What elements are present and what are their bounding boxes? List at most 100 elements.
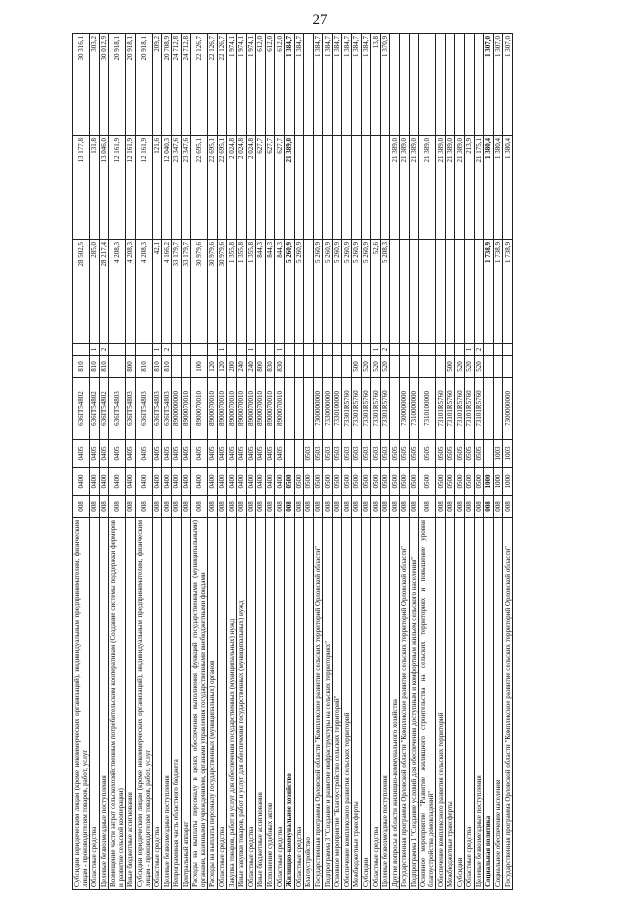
amount-year2-cell: 12 040,3: [161, 135, 172, 240]
subsection-code-cell: 0405: [255, 439, 266, 468]
table-row: Основное мероприятие "Благоустройство се…: [332, 33, 342, 890]
ved-code-cell: 008: [265, 495, 275, 518]
amount-year3-cell: 20 918,1: [135, 33, 153, 136]
target-article-cell: [389, 377, 400, 440]
section-code-cell: 0400: [190, 467, 208, 496]
row-name-cell: Социальное обеспечение населения: [493, 517, 503, 890]
subsection-code-cell: 0405: [152, 439, 162, 468]
source-code-cell: [265, 343, 275, 356]
expense-type-cell: 500: [445, 355, 455, 378]
row-name-cell: Целевые безвозмездные поступления: [99, 517, 109, 890]
row-name-cell: Областные средства: [89, 517, 100, 890]
amount-year2-cell: [341, 135, 352, 240]
row-name-cell: Субсидии юридическим лицам (кроме некомм…: [135, 517, 153, 890]
amount-year2-cell: 12 161,9: [135, 135, 153, 240]
target-article-cell: 7300000000: [502, 377, 513, 440]
source-code-cell: [322, 343, 333, 356]
subsection-code-cell: 0505: [399, 439, 410, 468]
row-name-cell: Центральный аппарат: [181, 517, 191, 890]
amount-year2-cell: 21 389,0: [454, 135, 465, 240]
row-name-cell: Исполнение судебных актов: [265, 517, 275, 890]
source-code-cell: [493, 343, 503, 356]
row-name-cell: Обеспечение комплексного развития сельск…: [435, 517, 446, 890]
amount-year3-cell: [464, 33, 475, 136]
amount-year3-cell: 612,0: [255, 33, 266, 136]
amount-year3-cell: [389, 33, 400, 136]
source-code-cell: [108, 343, 126, 356]
row-name-cell: Областные средства: [274, 517, 285, 890]
amount-year1-cell: 844,3: [274, 239, 285, 344]
amount-year2-cell: 21 389,0: [399, 135, 410, 240]
amount-year3-cell: [445, 33, 455, 136]
amount-year2-cell: 21 175,1: [474, 135, 484, 240]
amount-year3-cell: 30 316,1: [72, 33, 90, 136]
amount-year1-cell: 285,0: [89, 239, 100, 344]
ved-code-cell: 008: [108, 495, 126, 518]
amount-year2-cell: 2 024,8: [226, 135, 237, 240]
section-code-cell: 0400: [72, 467, 90, 496]
ved-code-cell: 008: [274, 495, 285, 518]
subsection-code-cell: 0503: [313, 439, 323, 468]
source-code-cell: 2: [380, 343, 390, 356]
expense-type-cell: 240: [236, 355, 247, 378]
source-code-cell: [255, 343, 266, 356]
ved-code-cell: 008: [255, 495, 266, 518]
amount-year3-cell: 24 712,8: [181, 33, 191, 136]
expense-type-cell: 520: [454, 355, 465, 378]
target-article-cell: 7330000000: [322, 377, 333, 440]
amount-year3-cell: 20 918,1: [125, 33, 136, 136]
section-code-cell: 0500: [445, 467, 455, 496]
amount-year1-cell: 4 208,3: [125, 239, 136, 344]
amount-year2-cell: [332, 135, 342, 240]
expense-type-cell: [313, 355, 323, 378]
amount-year1-cell: [399, 239, 410, 344]
subsection-code-cell: 0405: [171, 439, 182, 468]
amount-year1-cell: 844,3: [265, 239, 275, 344]
ved-code-cell: 008: [72, 495, 90, 518]
target-article-cell: 7300000000: [399, 377, 410, 440]
ved-code-cell: 008: [313, 495, 323, 518]
amount-year2-cell: 21 389,0: [445, 135, 455, 240]
ved-code-cell: 008: [303, 495, 314, 518]
amount-year2-cell: [361, 135, 371, 240]
table-row: Государственная программа Орловской обла…: [399, 33, 410, 890]
ved-code-cell: 008: [190, 495, 208, 518]
expense-type-cell: [108, 355, 126, 378]
amount-year1-cell: [454, 239, 465, 344]
amount-year3-cell: 1 974,1: [226, 33, 237, 136]
expense-type-cell: 520: [380, 355, 390, 378]
source-code-cell: 1: [89, 343, 100, 356]
section-code-cell: 0500: [361, 467, 371, 496]
row-name-cell: Областные средства: [370, 517, 381, 890]
ved-code-cell: 008: [361, 495, 371, 518]
source-code-cell: [351, 343, 362, 356]
ved-code-cell: 008: [409, 495, 419, 518]
target-article-cell: 636IТ54803: [108, 377, 126, 440]
row-name-cell: Непрограммная часть областного бюджета: [171, 517, 182, 890]
subsection-code-cell: 0405: [181, 439, 191, 468]
expense-type-cell: 810: [152, 355, 162, 378]
amount-year1-cell: 1 738,9: [493, 239, 503, 344]
section-code-cell: 0400: [135, 467, 153, 496]
ved-code-cell: 008: [389, 495, 400, 518]
section-code-cell: 0500: [418, 467, 436, 496]
expense-type-cell: [418, 355, 436, 378]
target-article-cell: 73101R5760: [445, 377, 455, 440]
target-article-cell: 7310000000: [409, 377, 419, 440]
target-article-cell: 636IТ54803: [152, 377, 162, 440]
expense-type-cell: 240: [246, 355, 256, 378]
ved-code-cell: 008: [454, 495, 465, 518]
section-code-cell: 0500: [332, 467, 342, 496]
subsection-code-cell: 0505: [454, 439, 465, 468]
ved-code-cell: 008: [217, 495, 227, 518]
expense-type-cell: 520: [370, 355, 381, 378]
subsection-code-cell: 0505: [474, 439, 484, 468]
source-code-cell: [454, 343, 465, 356]
section-code-cell: 0400: [181, 467, 191, 496]
section-code-cell: 0400: [236, 467, 247, 496]
